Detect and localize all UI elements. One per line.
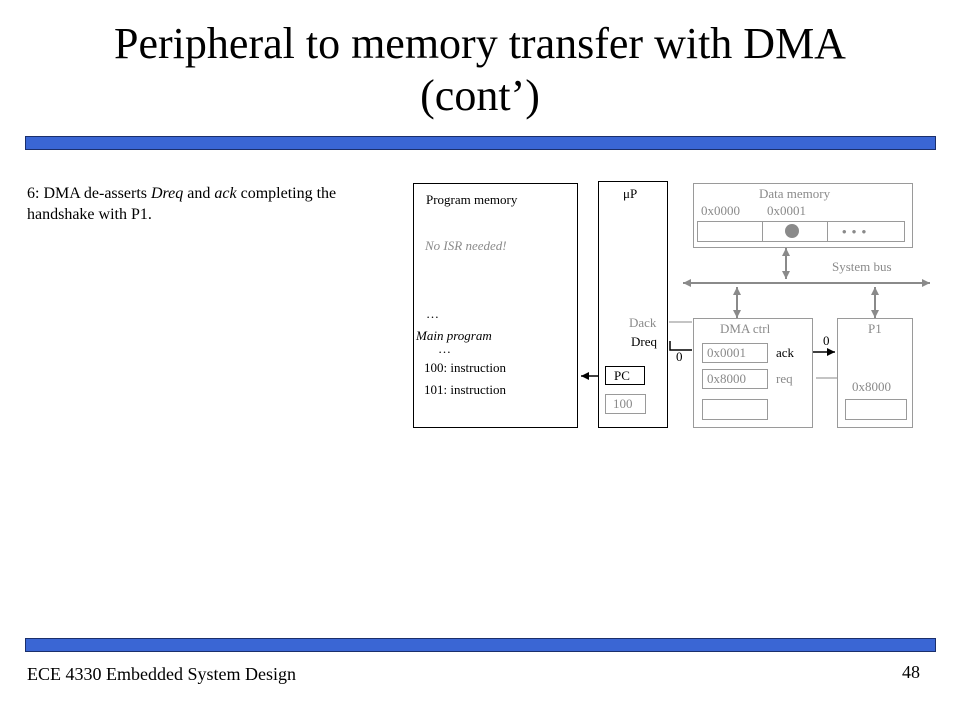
dma-reg-count [702,399,768,420]
memory-row [697,221,905,242]
desc-dreq: Dreq [150,185,184,202]
footer-course: ECE 4330 Embedded System Design [27,664,296,684]
data-memory-label: Data memory [759,186,831,201]
pc-label: PC [614,368,630,383]
pc-register [605,366,645,385]
slide-title: Peripheral to memory transfer with DMA (… [0,18,960,122]
desc-rest: completing the handshake with P1. [27,185,337,223]
dreq-line [669,341,692,351]
instruction-101: 101: instruction [424,382,506,397]
dma-reg-dest [702,369,768,389]
addr-0x0001: 0x0001 [767,203,806,218]
microprocessor-box [598,181,668,428]
dma-ctrl-label: DMA ctrl [720,321,771,336]
addr-0x0000: 0x0000 [701,203,740,218]
dack-label: Dack [629,315,657,330]
p1-register [845,399,907,420]
program-memory-box [413,183,578,428]
pc-value: 100 [613,396,633,411]
dma-reg-source-value: 0x0001 [707,345,746,360]
memory-ellipsis: • • • [842,224,868,239]
dreq-value: 0 [676,349,683,364]
ack-label: ack [776,345,795,360]
title-line-2: (cont’) [420,71,540,120]
bottom-divider-bar [25,638,936,652]
step-description: 6: DMA de-asserts Dreq and ack completin… [27,183,372,225]
main-program-label: Main program [416,328,492,343]
page-number: 48 [902,662,920,682]
data-dot-icon [785,224,799,238]
desc-step: 6: DMA de-asserts [27,185,151,202]
up-label: μP [623,186,638,201]
memory-cell-divider-1 [762,221,763,242]
isr-note: No ISR needed! [425,238,507,253]
title-line-1: Peripheral to memory transfer with DMA [114,19,846,68]
ellipsis-top: … [426,306,439,321]
memory-cell-divider-2 [827,221,828,242]
program-memory-label: Program memory [426,192,518,207]
instruction-100: 100: instruction [424,360,506,375]
system-bus-label: System bus [832,259,892,274]
dma-reg-dest-value: 0x8000 [707,371,746,386]
dreq-label: Dreq [631,334,657,349]
ellipsis-bottom: … [438,341,451,356]
dma-reg-source [702,343,768,363]
p1-reg-label: 0x8000 [852,379,891,394]
desc-and: and [183,185,215,202]
desc-ack: ack [214,185,237,202]
top-divider-bar [25,136,936,150]
p1-label: P1 [868,321,882,336]
pc-value-box [605,394,646,414]
ack-value: 0 [823,333,830,348]
req-label: req [776,371,793,386]
